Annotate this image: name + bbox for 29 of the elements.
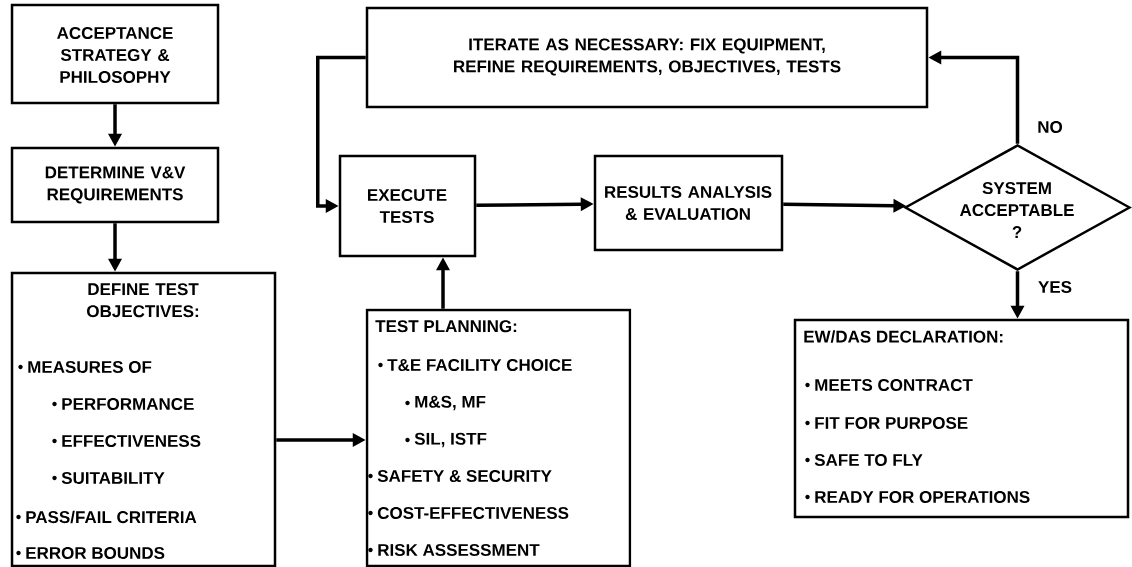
list-item: FIT FOR PURPOSE — [805, 416, 968, 429]
list-item: SAFE TO FLY — [805, 453, 923, 466]
process-box — [10, 271, 277, 567]
process-box — [365, 308, 632, 567]
list-item: COST-EFFECTIVENESS — [368, 506, 569, 519]
list-item: PERFORMANCE — [52, 397, 194, 410]
list-item: ERROR BOUNDS — [16, 546, 165, 559]
process-box: EXECUTE TESTS — [338, 154, 477, 258]
edge-label: NO — [1035, 119, 1065, 135]
list-item: MEASURES OF — [18, 360, 152, 373]
edge-label: YES — [1036, 279, 1074, 295]
list-item: M&S, MF — [405, 395, 486, 411]
process-box — [793, 318, 1130, 519]
list-item: SAFETY & SECURITY — [368, 469, 552, 482]
process-box: ITERATE AS NECESSARY: FIX EQUIPMENT, REFINE REQUIREMENTS, OBJECTIVES, TESTS — [365, 6, 929, 109]
list-item: RISK ASSESSMENT — [368, 543, 540, 556]
list-item: T&E FACILITY CHOICE — [378, 358, 572, 371]
list-item: EFFECTIVENESS — [52, 434, 201, 447]
list-item: PASS/FAIL CRITERIA — [16, 510, 197, 524]
process-box: RESULTS ANALYSIS & EVALUATION — [593, 154, 784, 252]
process-box: ACCEPTANCE STRATEGY & PHILOSOPHY — [10, 3, 220, 105]
list-item: SUITABILITY — [52, 471, 165, 484]
process-box: DETERMINE V&V REQUIREMENTS — [10, 146, 220, 224]
heading: DEFINE TEST OBJECTIVES: — [87, 283, 199, 318]
list-item: READY FOR OPERATIONS — [805, 490, 1030, 503]
list-item: MEETS CONTRACT — [805, 378, 973, 391]
list-item: SIL, ISTF — [405, 432, 487, 448]
heading: EW/DAS DECLARATION: — [804, 330, 1003, 343]
heading: TEST PLANNING: — [375, 320, 517, 333]
